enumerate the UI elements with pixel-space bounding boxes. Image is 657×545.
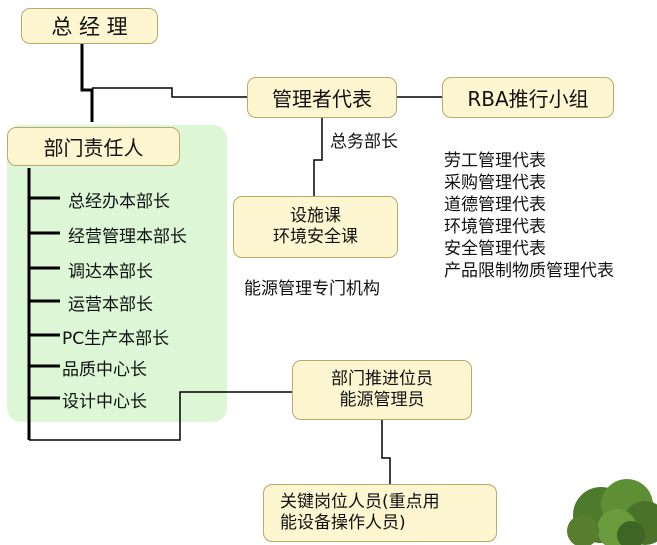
management-rep-box: 管理者代表 (247, 77, 397, 118)
management-rep-label: 管理者代表 (272, 87, 372, 111)
promoter-line-1: 部门推进位员 (331, 369, 433, 390)
department-item: 调达本部长 (68, 262, 153, 282)
department-item: 运营本部长 (68, 295, 153, 315)
department-item: 品质中心长 (62, 360, 147, 380)
promoter-box: 部门推进位员 能源管理员 (292, 360, 472, 420)
tree-illustration (567, 479, 657, 545)
rba-rep-item: 产品限制物质管理代表 (444, 261, 614, 281)
energy-dept-label: 能源管理专门机构 (244, 279, 380, 299)
department-item: 总经办本部长 (68, 192, 170, 212)
dept-head-label: 部门责任人 (43, 136, 144, 160)
key-staff-box: 关键岗位人员(重点用 能设备操作人员) (263, 484, 497, 542)
facilities-line-1: 设施课 (290, 206, 341, 227)
dept-head-box: 部门责任人 (7, 127, 180, 166)
general-manager-label: 总 经 理 (51, 15, 128, 39)
rba-rep-item: 劳工管理代表 (444, 151, 546, 171)
promoter-line-2: 能源管理员 (339, 390, 425, 410)
department-item: 经营管理本部长 (68, 227, 187, 247)
rba-rep-item: 环境管理代表 (444, 217, 546, 237)
rba-rep-item: 道德管理代表 (444, 195, 546, 215)
department-item: PC生产本部长 (62, 329, 170, 349)
facilities-line-2: 环境安全课 (273, 227, 358, 247)
rba-rep-item: 采购管理代表 (444, 173, 546, 193)
department-item: 设计中心长 (62, 392, 147, 412)
facilities-box: 设施课 环境安全课 (233, 196, 398, 258)
rba-group-label: RBA推行小组 (467, 87, 589, 111)
rba-reps-list: 劳工管理代表 采购管理代表 道德管理代表 环境管理代表 安全管理代表 产品限制物… (444, 150, 614, 282)
rba-rep-item: 安全管理代表 (444, 239, 546, 259)
key-staff-line-2: 能设备操作人员) (280, 513, 406, 533)
key-staff-line-1: 关键岗位人员(重点用 (280, 492, 440, 513)
rba-group-box: RBA推行小组 (442, 77, 614, 118)
department-panel (7, 125, 227, 422)
general-manager-box: 总 经 理 (21, 8, 158, 44)
general-affairs-label: 总务部长 (330, 132, 398, 152)
